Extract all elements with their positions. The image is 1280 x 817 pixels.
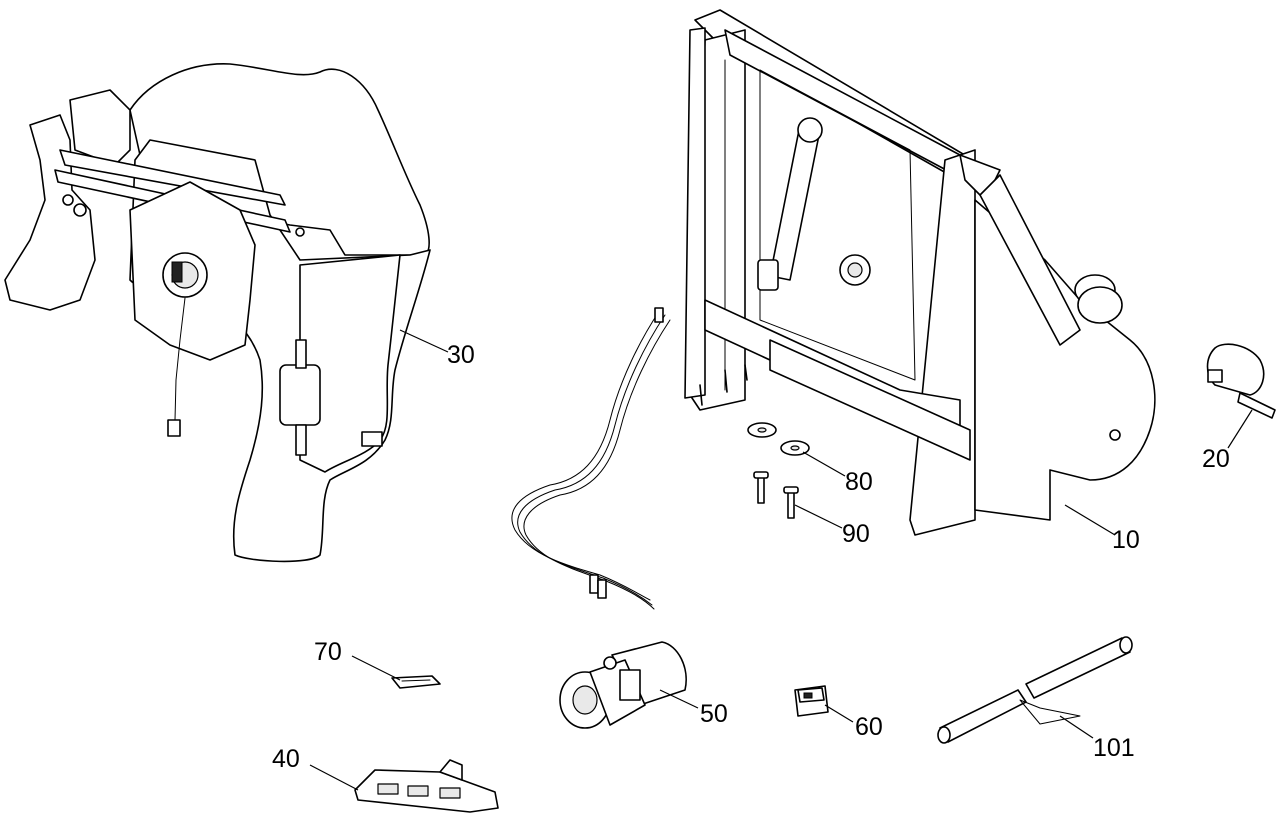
callout-60: 60	[855, 713, 883, 741]
leader-60	[824, 704, 854, 723]
leader-70	[351, 655, 401, 681]
part-10-frame	[684, 9, 1156, 536]
part-80-washers	[747, 422, 810, 456]
leader-40	[309, 764, 359, 791]
part-50-pump-motor	[559, 641, 687, 729]
leader-10	[1064, 504, 1116, 536]
callout-50: 50	[700, 700, 728, 728]
callout-80: 80	[845, 468, 873, 496]
hydraulic-hose-assembly	[511, 307, 671, 610]
part-90-bolts	[753, 471, 799, 519]
leader-30	[399, 329, 449, 353]
leader-80	[802, 451, 846, 477]
callout-30: 30	[447, 341, 475, 369]
callout-101: 101	[1093, 734, 1135, 762]
leader-50	[659, 689, 699, 709]
leader-101	[1059, 715, 1094, 739]
callout-90: 90	[842, 520, 870, 548]
part-40-base-plate	[354, 759, 499, 813]
part-20-lever-knob	[1206, 343, 1276, 419]
part-30-housing	[4, 63, 431, 563]
callout-70: 70	[314, 638, 342, 666]
callout-10: 10	[1112, 526, 1140, 554]
callout-40: 40	[272, 745, 300, 773]
callout-labels: 10 20 30 40 50 60 70 80 90 101	[272, 341, 1230, 773]
part-70-gasket	[391, 675, 441, 689]
leader-lines	[309, 329, 1253, 791]
callout-20: 20	[1202, 445, 1230, 473]
leader-20	[1227, 409, 1253, 449]
leader-90	[794, 504, 843, 529]
part-60-switch	[794, 685, 829, 717]
part-101-corrugated-hose	[937, 636, 1133, 744]
